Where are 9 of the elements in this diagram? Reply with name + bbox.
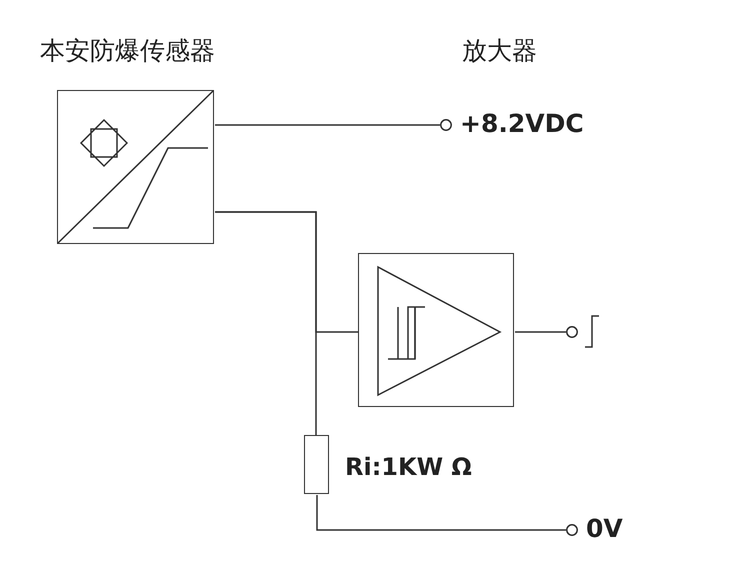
terminal-label: +8.2VDC [460,111,584,136]
wire [215,211,317,435]
wire [215,124,440,126]
wire [316,495,566,531]
sensor-heading: 本安防爆传感器 [40,38,215,63]
wire [515,331,566,333]
terminal-label: 0V [586,516,623,541]
resistance-label: Ri:1KW Ω [345,455,472,479]
amplifier-heading: 放大器 [462,38,537,63]
